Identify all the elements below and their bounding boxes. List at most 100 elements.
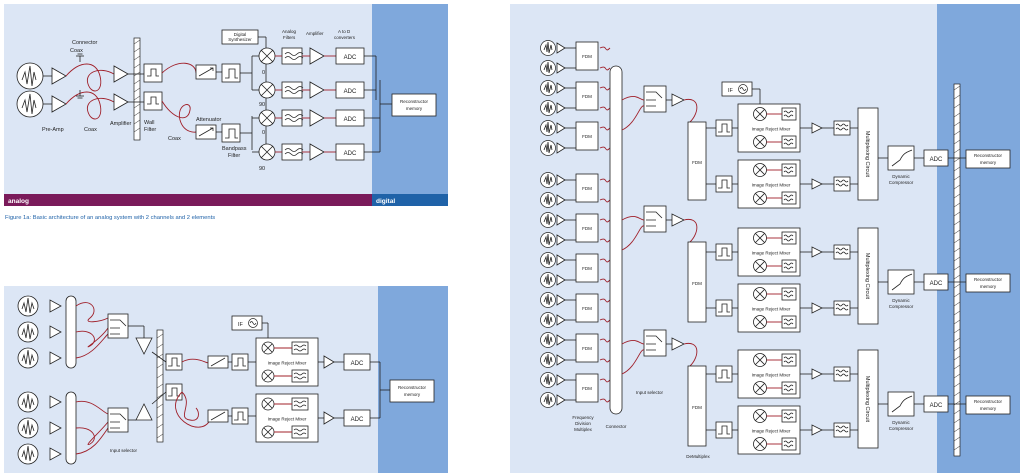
image-reject-mixer-3-6: Image Reject Mixer xyxy=(737,405,801,455)
filter-icon xyxy=(781,259,797,273)
reconstructor-3c-line1: Reconstructor xyxy=(974,399,1003,404)
bandpass-3-4 xyxy=(715,299,733,317)
connector-bar-3 xyxy=(953,83,961,457)
fdm-demux-2 xyxy=(687,241,707,323)
transducer-13 xyxy=(540,292,556,308)
label-a-to-d-1: A to D xyxy=(338,29,351,34)
adc-2a-label: ADC xyxy=(351,361,364,367)
label-coax-top: Coax xyxy=(70,48,83,54)
connector-capsule-3 xyxy=(609,65,623,415)
connector-bar xyxy=(133,37,141,141)
transducer-element-2 xyxy=(16,90,44,118)
filter-icon xyxy=(781,163,797,177)
preamp-1-icon xyxy=(556,42,566,54)
digital-band xyxy=(372,194,448,206)
reconstructor-3b-line1: Reconstructor xyxy=(974,277,1003,282)
figure-2: IF Image Reject Mixer Image Reject Mixer xyxy=(4,286,448,473)
fdm-mux-1 xyxy=(575,41,599,71)
label-analog-filters-2: Filters xyxy=(283,35,296,40)
fdm-mux-label-1: FDM xyxy=(582,54,592,59)
label-bandpass-2: Filter xyxy=(228,153,240,159)
bandpass-filter-2 xyxy=(221,123,241,143)
filter-3-1-icon xyxy=(833,120,851,136)
digital-synth-line2: Synthesizer xyxy=(228,37,252,42)
irm-label-2a: Image Reject Mixer xyxy=(268,361,307,366)
analog-band-label: analog xyxy=(8,198,29,205)
preamp-10-icon xyxy=(556,234,566,246)
transducer-11 xyxy=(540,252,556,268)
compressor-1-line2: Compressor xyxy=(889,180,914,185)
bandpass-2b xyxy=(231,407,249,425)
fdm-mux-2 xyxy=(575,81,599,111)
reconstructor-3a-line2: memory xyxy=(980,160,997,165)
transducer-12 xyxy=(540,272,556,288)
bandpass-3-5 xyxy=(715,365,733,383)
filter-icon xyxy=(781,315,797,329)
if-label-2: IF xyxy=(238,322,244,328)
transducer-18 xyxy=(540,392,556,408)
fdm-mux-label-8: FDM xyxy=(582,346,592,351)
fdm-caption-line1: Frequency xyxy=(572,415,594,420)
fdm-demux-3-label: FDM xyxy=(692,405,702,410)
reconstructor-memory-1a xyxy=(391,93,437,117)
transducer-2 xyxy=(540,60,556,76)
bandpass-3-1 xyxy=(715,119,733,137)
figure-1a-caption: Figure 1a: Basic architecture of an anal… xyxy=(5,215,215,221)
demultiplex-label: DeMultiplex xyxy=(686,454,710,459)
transducer-4 xyxy=(540,100,556,116)
filter-icon xyxy=(781,107,797,121)
adc-1-label: ADC xyxy=(344,55,357,61)
reconstructor-2-line2: memory xyxy=(404,392,421,397)
amp-up-icon xyxy=(135,403,153,421)
analog-band xyxy=(4,194,372,206)
label-coax-bottom: Coax xyxy=(84,127,97,133)
filter-icon xyxy=(781,191,797,205)
irm-label-3-4: Image Reject Mixer xyxy=(752,307,791,312)
label-amplifier: Amplifier xyxy=(110,121,132,127)
reconstructor-memory-3a xyxy=(965,149,1011,169)
fdm-demux-2-label: FDM xyxy=(692,281,702,286)
label-coax-mid: Coax xyxy=(168,136,181,142)
transducer-14 xyxy=(540,312,556,328)
compressor-1-line1: Dynamic xyxy=(892,174,910,179)
preamp-16-icon xyxy=(556,354,566,366)
image-reject-mixer-2b: Image Reject Mixer xyxy=(255,393,319,443)
transducer-5 xyxy=(540,120,556,136)
wall-filter-2a xyxy=(165,353,183,371)
preamp-18-icon xyxy=(556,394,566,406)
preamp-bank-2 xyxy=(49,299,62,461)
adc-3a-label: ADC xyxy=(930,157,943,163)
preamp-6-icon xyxy=(556,142,566,154)
input-selector-3a xyxy=(643,85,667,113)
fdm-mux-label-4: FDM xyxy=(582,186,592,191)
filter-3-4-icon xyxy=(833,300,851,316)
mixer-icon xyxy=(258,47,276,161)
irm-label-3-2: Image Reject Mixer xyxy=(752,183,791,188)
transducer-7 xyxy=(540,172,556,188)
compressor-3-line1: Dynamic xyxy=(892,420,910,425)
digital-band-label: digital xyxy=(376,198,395,205)
input-selector-3b xyxy=(643,205,667,233)
amplifier-1-icon xyxy=(113,65,129,83)
reconstructor-memory-3b xyxy=(965,273,1011,293)
filter-icon xyxy=(781,231,797,245)
figure-1a: analog digital Figure 1a: Basic architec… xyxy=(4,4,448,221)
bandpass-2a xyxy=(231,353,249,371)
irm-label-3-6: Image Reject Mixer xyxy=(752,429,791,434)
compressor-2-line1: Dynamic xyxy=(892,298,910,303)
fdm-mux-label-2: FDM xyxy=(582,94,592,99)
transducer-element-1 xyxy=(16,62,44,90)
label-analog-filters-1: Analog xyxy=(282,29,297,34)
fdm-mux-9 xyxy=(575,373,599,403)
preamp-14-icon xyxy=(556,314,566,326)
amplifier-2-icon xyxy=(113,93,129,111)
transducer-8 xyxy=(540,192,556,208)
irm-label-3-1: Image Reject Mixer xyxy=(752,127,791,132)
bandpass-3-6 xyxy=(715,421,733,439)
label-preamp: Pre-Amp xyxy=(42,127,64,133)
reconstructor-2-line1: Reconstructor xyxy=(398,385,427,390)
reconstructor-3c-line2: memory xyxy=(980,406,997,411)
connector-label-3: Connector xyxy=(606,424,627,429)
